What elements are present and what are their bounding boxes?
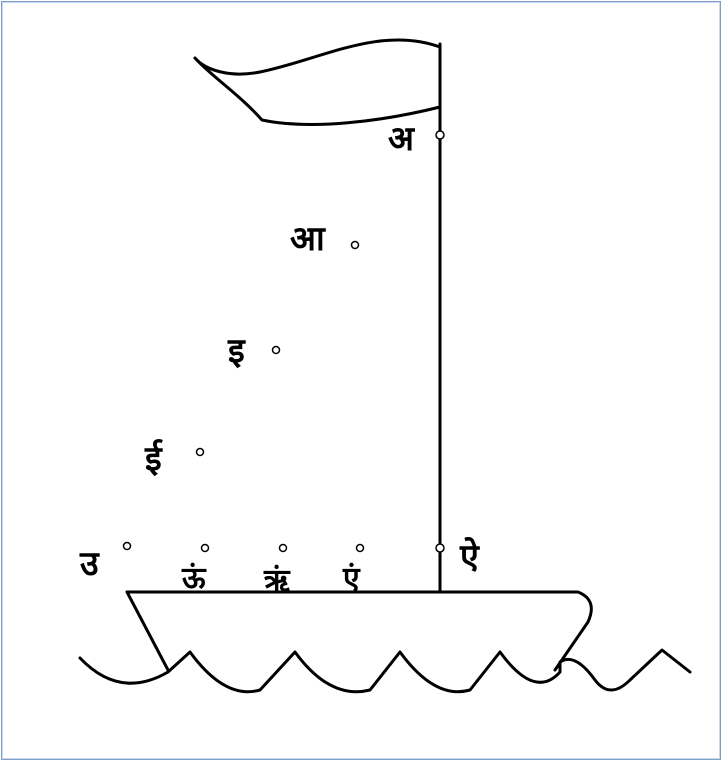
dot <box>355 543 365 553</box>
flag <box>193 38 442 126</box>
waves <box>78 648 692 694</box>
dot <box>435 130 445 140</box>
letter-u: उ <box>79 544 100 584</box>
letter-uu: ऊं <box>181 561 207 596</box>
letter-ri: ऋं <box>263 563 291 598</box>
dot <box>271 345 281 355</box>
letter-e: एं <box>342 561 361 596</box>
letter-ii: ई <box>144 438 164 479</box>
dot <box>122 541 132 551</box>
dot <box>435 543 445 553</box>
letter-i: इ <box>227 331 246 371</box>
boat-hull <box>125 590 593 672</box>
dot <box>195 447 205 457</box>
letter-ai: ऐ <box>459 536 480 577</box>
dot <box>350 240 360 250</box>
dot <box>278 543 288 553</box>
letter-aa: आ <box>290 219 326 259</box>
dot <box>200 543 210 553</box>
letter-a: अ <box>388 119 416 159</box>
